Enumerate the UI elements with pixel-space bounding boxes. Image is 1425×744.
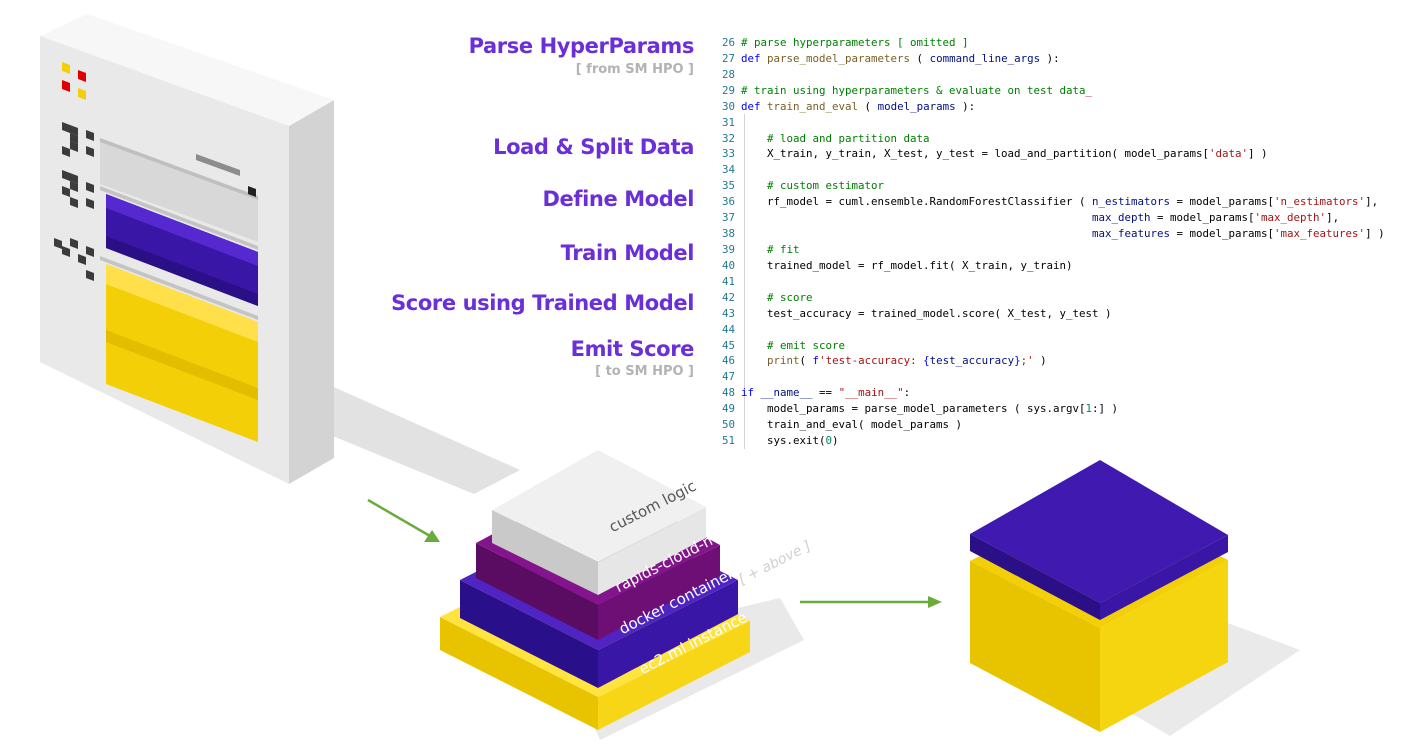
slot-3	[100, 256, 258, 442]
code-line: 37 max_depth = model_params['max_depth']…	[721, 211, 1340, 225]
stage-title-parse-hyperparams: Parse HyperParams	[468, 34, 695, 58]
code-line: 36 rf_model = cuml.ensemble.RandomForest…	[721, 195, 1379, 209]
layer-stack	[440, 450, 804, 740]
code-listing: 26# parse hyperparameters [ omitted ] 27…	[717, 35, 1385, 449]
code-line: 38 max_features = model_params['max_feat…	[721, 227, 1385, 241]
code-line: 47	[721, 370, 735, 384]
stage-subtitle-from-sm-hpo: [ from SM HPO ]	[575, 62, 694, 77]
code-line: 44	[721, 322, 735, 336]
code-line: 34	[721, 163, 735, 177]
appliance-box	[40, 14, 520, 494]
stage-title-define-model: Define Model	[542, 187, 694, 211]
code-line: 41	[721, 274, 735, 288]
code-line: 35 # custom estimator	[721, 179, 885, 193]
stage-title-train-model: Train Model	[560, 241, 695, 265]
code-line: 42 # score	[721, 290, 813, 304]
code-line: 50 train_and_eval( model_params )	[721, 418, 963, 432]
stage-subtitle-to-sm-hpo: [ to SM HPO ]	[595, 364, 694, 379]
code-line: 32 # load and partition data	[721, 131, 930, 145]
code-line: 28	[721, 67, 735, 81]
code-line: 49 model_params = parse_model_parameters…	[721, 402, 1119, 416]
code-line: 31	[721, 115, 735, 129]
indicator-yellow	[62, 62, 70, 74]
final-cube	[970, 460, 1300, 736]
stage-title-load-split-data: Load & Split Data	[493, 135, 694, 159]
code-line: 46 print( f'test-accuracy: {test_accurac…	[721, 354, 1047, 368]
code-line: 39 # fit	[721, 242, 800, 256]
arrow-to-stack	[367, 498, 440, 542]
stage-title-score: Score using Trained Model	[391, 291, 694, 315]
stage-title-emit-score: Emit Score	[570, 337, 695, 361]
code-line: 26# parse hyperparameters [ omitted ]	[721, 36, 969, 49]
code-line: 33 X_train, y_train, X_test, y_test = lo…	[721, 147, 1268, 161]
code-line: 51 sys.exit(0)	[721, 434, 839, 448]
code-line: 45 # emit score	[721, 338, 846, 352]
code-line: 43 test_accuracy = trained_model.score( …	[721, 306, 1112, 320]
arrow-to-cube	[800, 596, 942, 608]
glyph-decor	[54, 122, 94, 281]
indicator-red	[78, 70, 86, 82]
code-line: 40 trained_model = rf_model.fit( X_train…	[721, 258, 1073, 272]
slot-1	[100, 138, 258, 242]
slot-2	[100, 186, 258, 306]
code-line: 29# train using hyperparameters & evalua…	[721, 83, 1093, 97]
